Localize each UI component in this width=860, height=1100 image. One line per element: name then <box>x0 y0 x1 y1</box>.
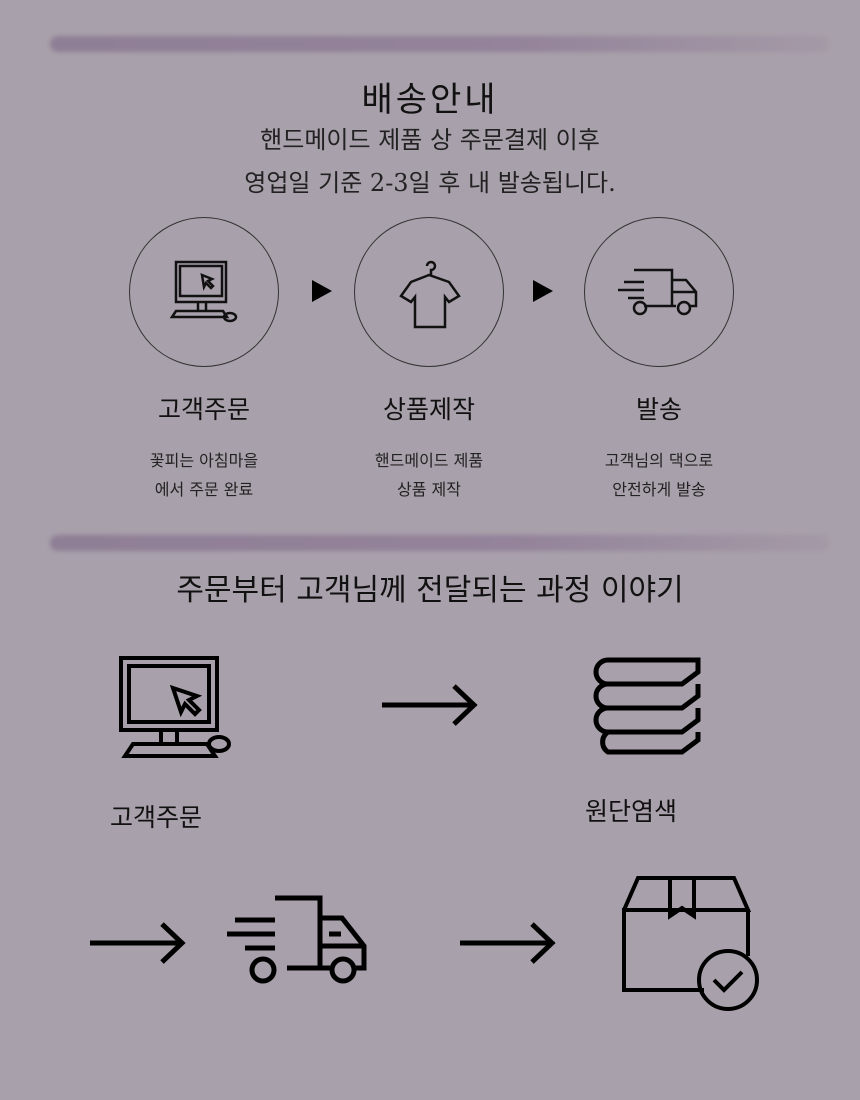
truck-icon <box>618 268 698 316</box>
process-label: 고객주문 <box>110 803 203 832</box>
subtitle-line-1: 핸드메이드 제품 상 주문결제 이후 <box>260 126 600 154</box>
step-desc-line: 꽃피는 아침마을 <box>149 451 259 470</box>
step-desc-line: 안전하게 발송 <box>612 480 706 499</box>
box-check-icon <box>622 876 759 1011</box>
folded-fabric-icon <box>593 657 701 755</box>
step-shipping-circle <box>584 217 734 367</box>
step-desc-line: 상품 제작 <box>397 480 461 499</box>
arrow-right-icon <box>533 280 553 302</box>
brush-divider-middle <box>50 535 830 551</box>
computer-icon <box>119 656 231 758</box>
step-title: 발송 <box>635 395 682 424</box>
shirt-icon <box>399 260 461 329</box>
step-desc-line: 고객님의 댁으로 <box>604 451 714 470</box>
process-label: 원단염색 <box>585 797 678 826</box>
arrow-right-icon <box>312 280 332 302</box>
step-title: 상품제작 <box>382 395 475 424</box>
step-title: 고객주문 <box>157 395 250 424</box>
page-title: 배송안내 <box>361 80 499 120</box>
step-desc-line: 에서 주문 완료 <box>154 480 254 499</box>
computer-icon <box>169 260 238 323</box>
arrow-right-icon <box>460 922 556 964</box>
arrow-right-icon <box>90 922 186 964</box>
process-title: 주문부터 고객님께 전달되는 과정 이야기 <box>176 573 684 608</box>
step-making-circle <box>354 217 504 367</box>
truck-icon <box>227 895 367 984</box>
brush-divider-top <box>50 36 830 52</box>
arrow-right-icon <box>382 684 478 726</box>
step-desc-line: 핸드메이드 제품 <box>374 451 484 470</box>
subtitle-line-2: 영업일 기준 2-3일 후 내 발송됩니다. <box>244 169 616 197</box>
step-order-circle <box>129 217 279 367</box>
